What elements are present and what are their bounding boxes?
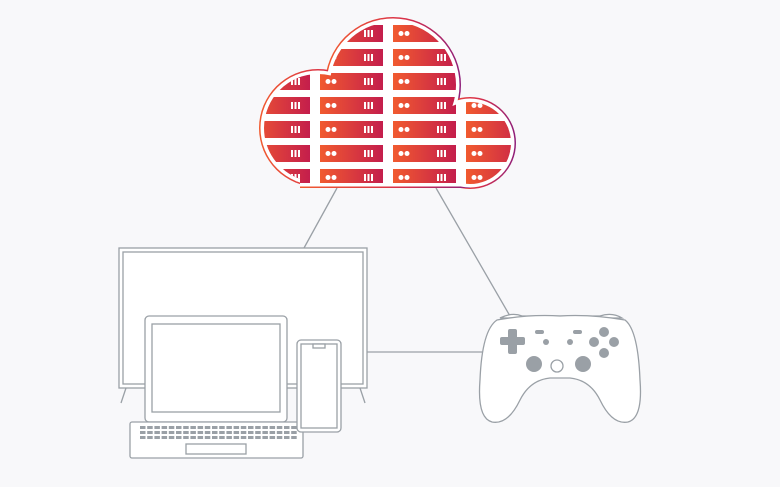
keyboard-key [255, 426, 261, 429]
keyboard-key [284, 431, 290, 434]
keyboard-key [269, 436, 276, 439]
keyboard-key [147, 436, 153, 439]
keyboard-key [161, 426, 168, 429]
keyboard-key [284, 436, 290, 439]
keyboard-key [233, 426, 240, 429]
keyboard-key [262, 426, 268, 429]
keyboard-key [154, 426, 160, 429]
server-rack-unit [466, 49, 511, 66]
keyboard-key [204, 436, 211, 439]
server-rack-unit [264, 49, 310, 66]
keyboard-key [147, 431, 153, 434]
keyboard-key [176, 426, 182, 429]
server-rack-unit [393, 73, 456, 90]
keyboard-key [204, 426, 211, 429]
keyboard-key [197, 436, 204, 439]
server-rack-unit [264, 145, 310, 162]
keyboard-key [226, 436, 232, 439]
keyboard-key [212, 436, 218, 439]
keyboard-key [183, 436, 189, 439]
line-cloud-to-screens [303, 187, 338, 249]
cloud-server-icon [259, 17, 516, 189]
server-rack-unit [320, 169, 383, 184]
keyboard-key [262, 436, 268, 439]
keyboard-key [255, 436, 261, 439]
line-cloud-to-controller [435, 187, 511, 317]
keyboard-key [219, 436, 225, 439]
keyboard-key [140, 431, 146, 434]
keyboard-key [226, 426, 232, 429]
keyboard-key [276, 426, 283, 429]
keyboard-key [197, 431, 204, 434]
server-rack-unit [393, 145, 456, 162]
keyboard-key [147, 426, 153, 429]
server-rack-unit [466, 73, 511, 90]
keyboard-key [197, 426, 204, 429]
keyboard-key [226, 431, 232, 434]
keyboard-key [168, 431, 175, 434]
keyboard-key [262, 431, 268, 434]
server-rack-unit [393, 97, 456, 114]
gamepad-icon [478, 313, 642, 423]
server-rack-unit [393, 121, 456, 138]
keyboard-key [219, 431, 225, 434]
keyboard-key [240, 426, 247, 429]
keyboard-key [140, 426, 146, 429]
server-rack-unit [320, 73, 383, 90]
keyboard-key [240, 436, 247, 439]
keyboard-key [269, 431, 276, 434]
server-rack-unit [264, 121, 310, 138]
keyboard-key [183, 426, 189, 429]
keyboard-key [276, 436, 283, 439]
server-rack-unit [393, 169, 456, 184]
keyboard-key [168, 436, 175, 439]
server-rack-unit [466, 145, 511, 162]
keyboard-key [204, 431, 211, 434]
phone-icon [296, 339, 342, 433]
keyboard-key [168, 426, 175, 429]
keyboard-key [248, 426, 254, 429]
keyboard-key [154, 436, 160, 439]
keyboard-key [291, 426, 297, 429]
keyboard-key [176, 436, 182, 439]
server-rack-unit [264, 25, 310, 42]
server-rack-unit [466, 121, 511, 138]
keyboard-key [255, 431, 261, 434]
keyboard-key [140, 436, 146, 439]
keyboard-key [219, 426, 225, 429]
keyboard-key [284, 426, 290, 429]
keyboard-key [291, 431, 297, 434]
keyboard-key [248, 431, 254, 434]
keyboard-key [276, 431, 283, 434]
server-rack-unit [320, 97, 383, 114]
keyboard-key [233, 436, 240, 439]
keyboard-key [154, 431, 160, 434]
keyboard-key [212, 426, 218, 429]
server-rack-unit [320, 121, 383, 138]
keyboard-key [190, 431, 196, 434]
keyboard-key [212, 431, 218, 434]
keyboard-key [291, 436, 297, 439]
keyboard-key [176, 431, 182, 434]
keyboard-key [190, 436, 196, 439]
server-rack-unit [264, 97, 310, 114]
keyboard-key [190, 426, 196, 429]
keyboard-key [269, 426, 276, 429]
connection-lines [303, 187, 511, 353]
keyboard-key [240, 431, 247, 434]
server-rack-unit [393, 49, 456, 66]
keyboard-key [183, 431, 189, 434]
keyboard-key [233, 431, 240, 434]
server-rack-unit [320, 145, 383, 162]
keyboard-key [161, 431, 168, 434]
laptop-icon [129, 315, 304, 459]
server-rack-unit [466, 25, 511, 42]
keyboard-key [161, 436, 168, 439]
keyboard-key [248, 436, 254, 439]
